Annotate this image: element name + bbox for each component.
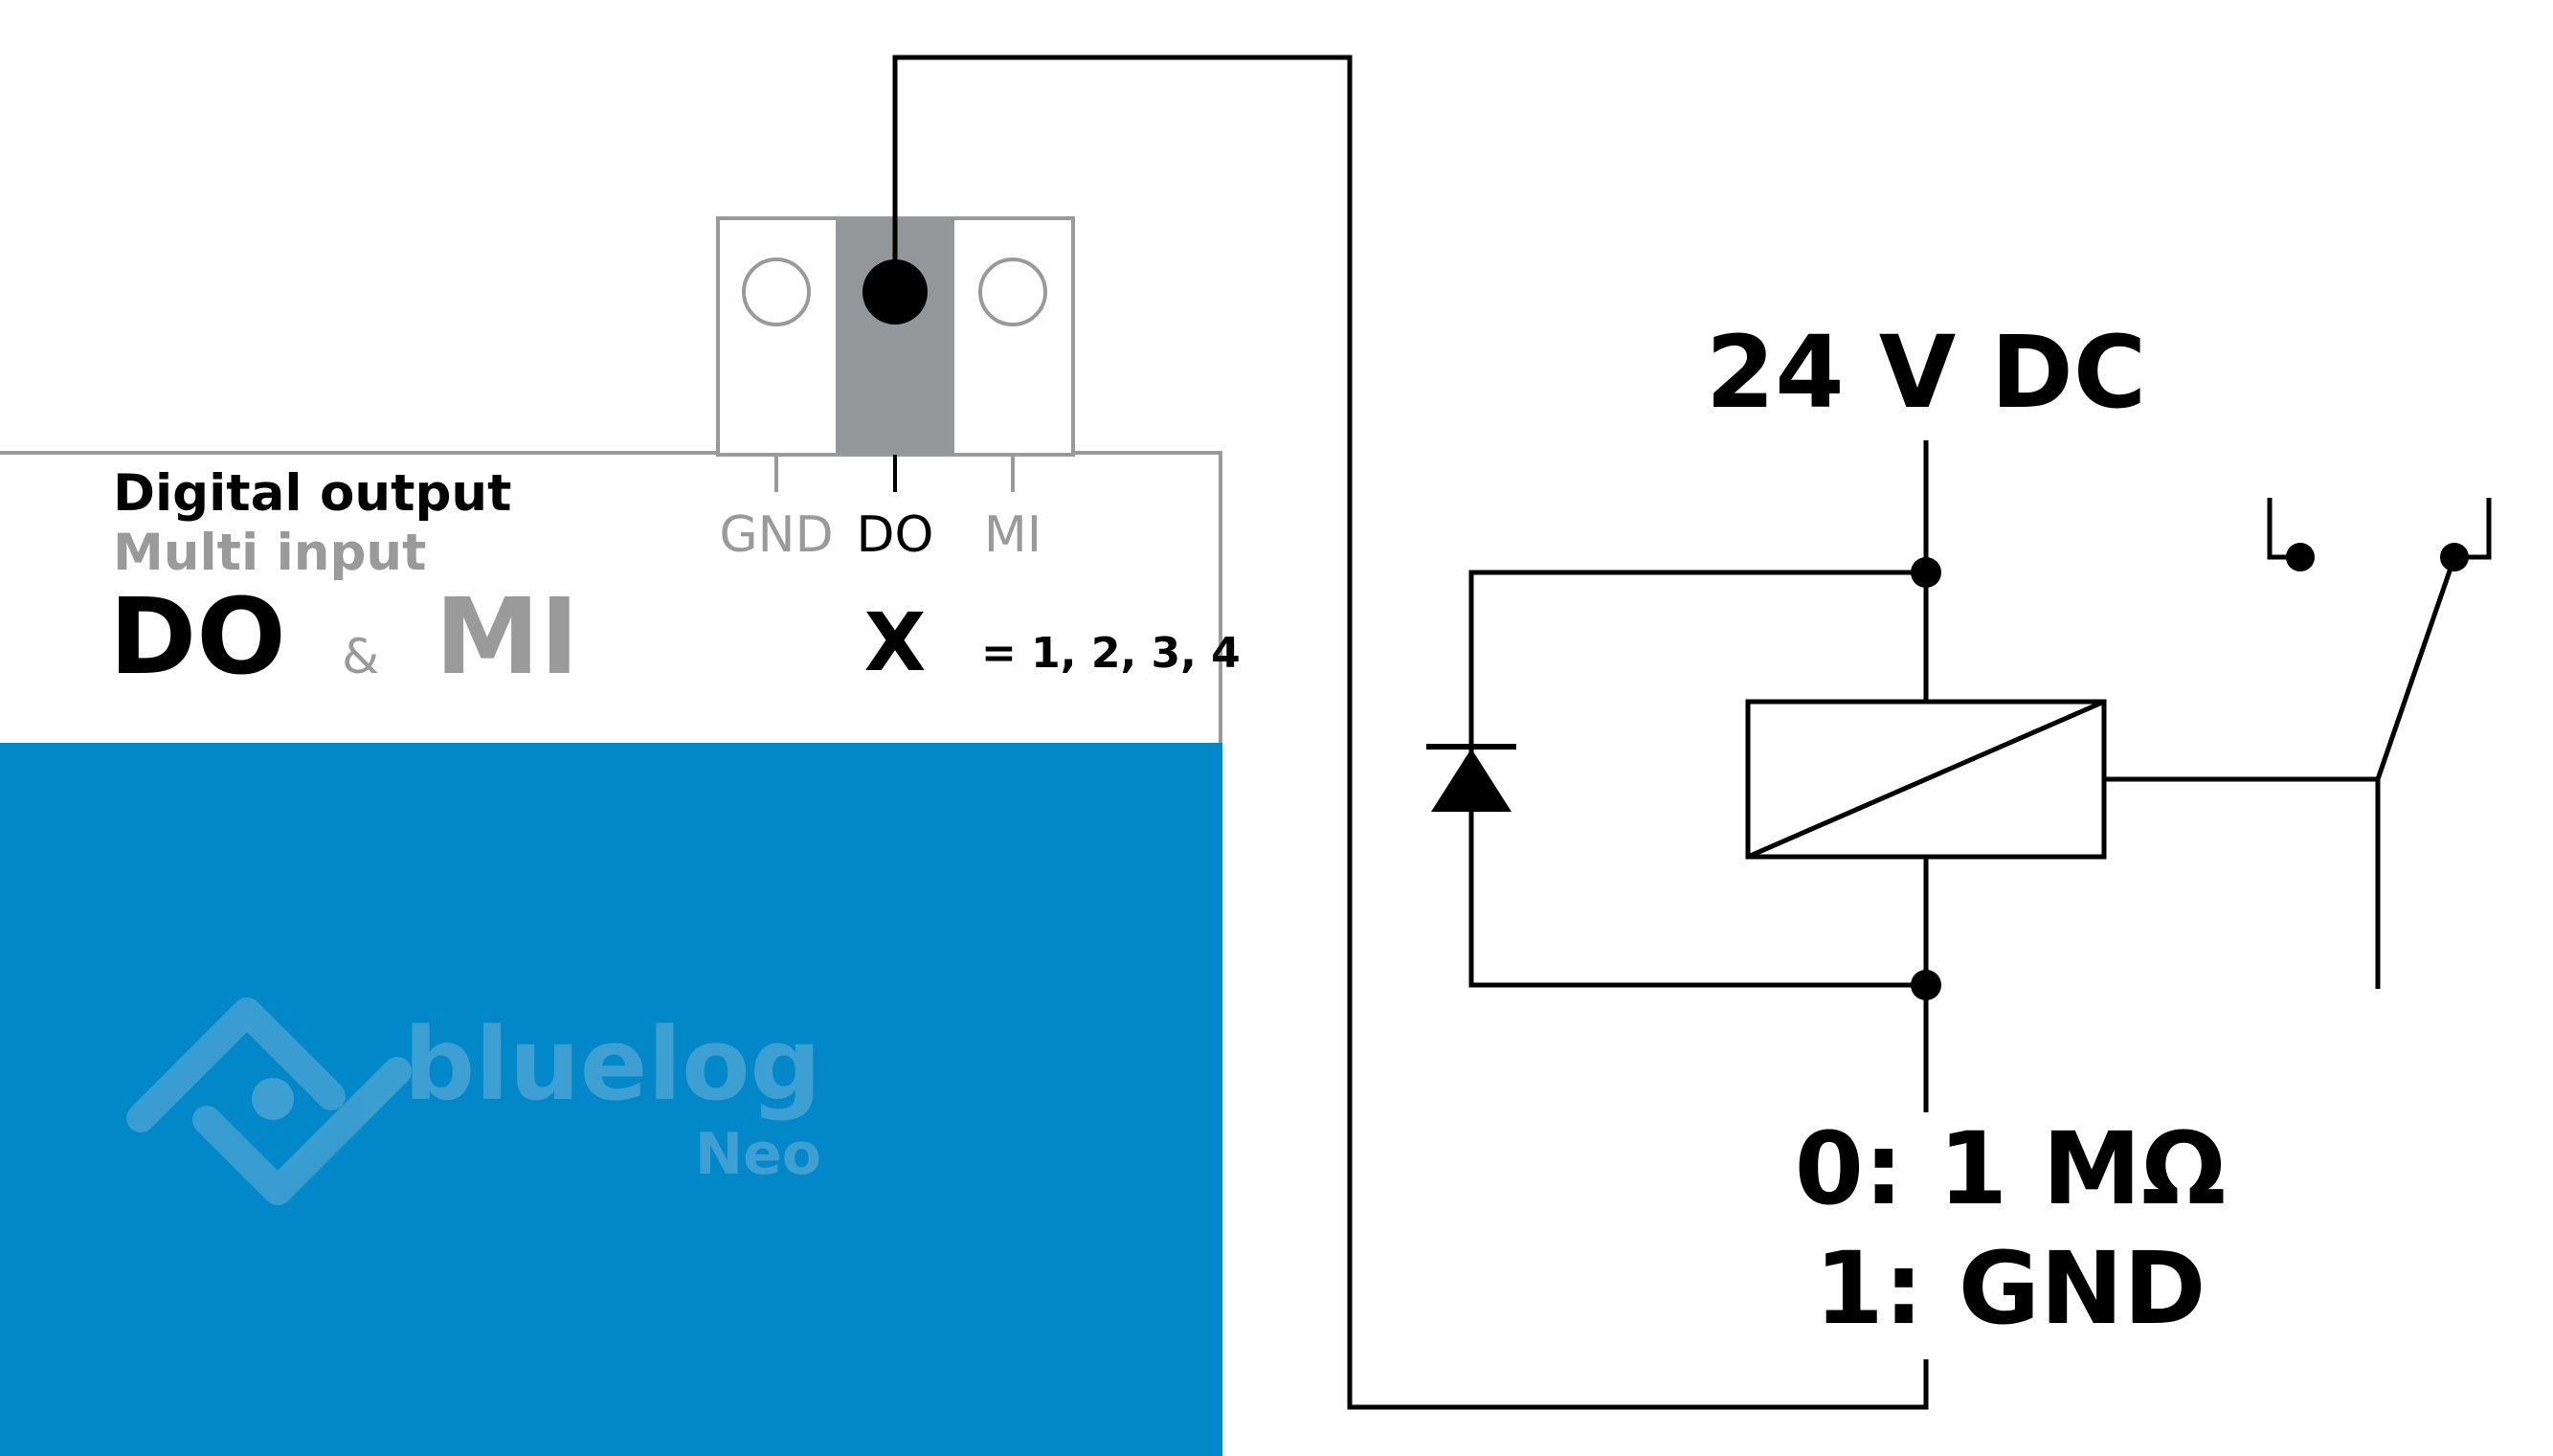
junction-bottom [1911,970,1941,1000]
relay-coil-symbol [1745,699,2107,860]
channel-variable: X [864,595,927,689]
relay-circuit [1468,440,1929,1112]
module-code-mi: MI [435,575,578,698]
state-1-label: 1: GND [1815,1230,2206,1347]
terminal-mi-screw [978,258,1047,326]
brand-name: bluelog [404,1006,821,1123]
module-subtitle: Multi input [113,524,427,582]
relay-contact-symbol [2267,498,2492,780]
module-panel-blue [0,743,1222,1456]
relay-linkage [2104,776,2381,989]
module-housing [0,451,1222,1456]
module-code-do: DO [109,575,286,698]
module-code-amp: & [342,629,379,684]
channel-values: = 1, 2, 3, 4 [981,629,1241,678]
bluelog-logo-dot [252,1078,294,1120]
module-panel-top [0,451,1222,747]
terminal-label-gnd: GND [719,506,833,564]
terminal-label-mi: MI [984,506,1041,564]
junction-top [1911,557,1941,588]
signal-wire [892,55,1929,1410]
module-code: DO & MI [109,575,579,698]
terminal-gnd-screw [742,258,811,326]
flyback-diode-symbol [1426,744,1516,812]
contact-right-dot [2440,543,2469,571]
state-0-label: 0: 1 MΩ [1795,1110,2227,1227]
module-title: Digital output [113,464,511,523]
brand-sub: Neo [695,1121,821,1188]
terminal-label-do: DO [857,506,934,564]
bluelog-logo-mark [126,997,412,1205]
supply-voltage-label: 24 V DC [1706,314,2146,431]
contact-left-dot [2286,543,2315,571]
